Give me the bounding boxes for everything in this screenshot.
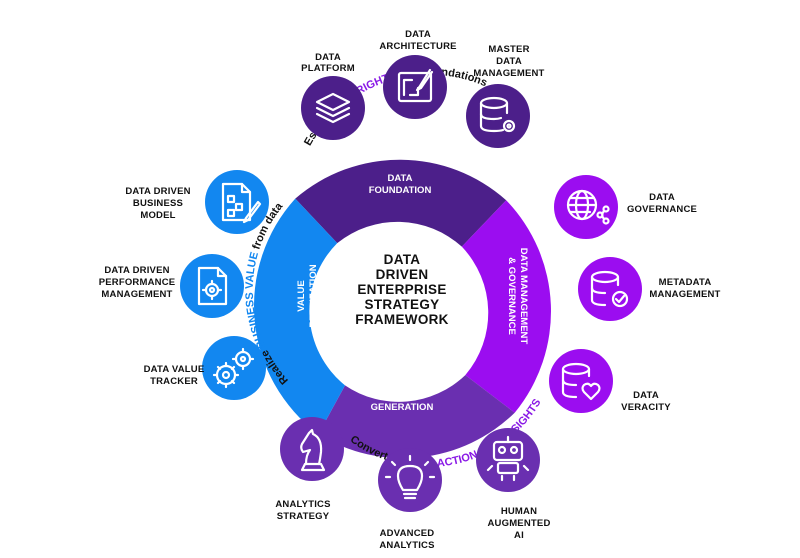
database-check-icon — [590, 270, 629, 308]
segment-insight-generation — [318, 375, 515, 459]
segment-label: REALIZATION — [308, 264, 319, 327]
segment-value-realization — [254, 198, 346, 435]
node-label: BUSINESS — [133, 198, 183, 209]
center-line: DATA — [384, 252, 421, 267]
node-data-driven-business-model: DATA DRIVEN BUSINESS MODEL — [125, 170, 269, 234]
node-circle — [301, 76, 365, 140]
node-label: MASTER — [488, 44, 529, 55]
segment-label-group: DATA MANAGEMENT & GOVERNANCE — [506, 248, 529, 345]
center-line: FRAMEWORK — [355, 312, 448, 327]
node-circle — [549, 349, 613, 413]
document-gear-icon — [197, 266, 228, 306]
node-label: GOVERNANCE — [627, 204, 697, 215]
layers-icon — [315, 92, 351, 124]
node-label: METADATA — [659, 277, 712, 288]
center-title: DATA DRIVEN ENTERPRISE STRATEGY FRAMEWOR… — [355, 252, 448, 327]
node-data-platform: DATA PLATFORM — [301, 52, 365, 140]
node-circle — [280, 417, 344, 481]
segment-label: GENERATION — [371, 402, 434, 413]
node-analytics-strategy: ANALYTICS STRATEGY — [275, 417, 344, 522]
node-label: MANAGEMENT — [101, 289, 172, 300]
segment-label: DATA — [388, 173, 413, 184]
node-label: AUGMENTED — [487, 518, 550, 529]
lightbulb-icon — [384, 454, 436, 500]
blueprint-icon — [397, 68, 434, 103]
segment-data-foundation — [295, 159, 507, 247]
segment-label: FOUNDATION — [369, 185, 432, 196]
node-label: MANAGEMENT — [649, 289, 720, 300]
segment-label: DATA MANAGEMENT — [518, 248, 529, 345]
segment-label: & GOVERNANCE — [506, 257, 517, 335]
node-label: DATA DRIVEN — [125, 186, 190, 197]
node-label: TRACKER — [150, 376, 198, 387]
center-line: ENTERPRISE — [357, 282, 446, 297]
center-line: DRIVEN — [376, 267, 429, 282]
database-gear-icon — [479, 96, 516, 133]
document-edit-icon — [221, 182, 262, 224]
node-label: ANALYTICS — [275, 499, 330, 510]
segment-label-group: VALUE REALIZATION — [296, 264, 319, 327]
node-data-architecture: DATA ARCHITECTURE — [379, 29, 456, 119]
node-data-veracity: DATA VERACITY — [549, 349, 671, 413]
node-label: DATA DRIVEN — [104, 265, 169, 276]
node-label: DATA — [633, 390, 659, 401]
segment-label: INSIGHT — [383, 390, 422, 401]
node-circle — [180, 254, 244, 318]
node-label: STRATEGY — [277, 511, 330, 522]
node-circle — [466, 84, 530, 148]
node-circle — [383, 55, 447, 119]
node-label: AI — [514, 530, 524, 541]
node-label: DATA — [496, 56, 522, 67]
node-circle — [554, 175, 618, 239]
node-data-value-tracker: DATA VALUE TRACKER — [144, 336, 266, 400]
node-label: PLATFORM — [301, 63, 355, 74]
chess-knight-icon — [300, 428, 326, 472]
node-data-driven-performance-management: DATA DRIVEN PERFORMANCE MANAGEMENT — [99, 254, 244, 318]
node-master-data-management: MASTER DATA MANAGEMENT — [466, 44, 544, 148]
node-label: PERFORMANCE — [99, 277, 176, 288]
node-advanced-analytics: ADVANCED ANALYTICS — [378, 448, 442, 551]
node-label: HUMAN — [501, 506, 537, 517]
node-label: VERACITY — [621, 402, 671, 413]
node-label: DATA — [405, 29, 431, 40]
node-label: DATA VALUE — [144, 364, 205, 375]
node-circle — [205, 170, 269, 234]
globe-share-icon — [566, 189, 610, 225]
node-circle — [578, 257, 642, 321]
node-label: ANALYTICS — [379, 540, 434, 551]
node-data-governance: DATA GOVERNANCE — [554, 175, 697, 239]
node-label: DATA — [315, 52, 341, 63]
segment-label: VALUE — [296, 280, 307, 312]
robot-icon — [486, 435, 530, 482]
gears-icon — [212, 347, 255, 389]
database-heart-icon — [561, 362, 601, 401]
center-line: STRATEGY — [365, 297, 440, 312]
node-label: ARCHITECTURE — [379, 41, 456, 52]
node-human-augmented-ai: HUMAN AUGMENTED AI — [476, 428, 550, 541]
framework-ring — [254, 159, 551, 459]
segment-data-management — [461, 200, 551, 413]
node-metadata-management: METADATA MANAGEMENT — [578, 257, 720, 321]
node-label: ADVANCED — [380, 528, 435, 539]
node-label: MANAGEMENT — [473, 68, 544, 79]
node-label: DATA — [649, 192, 675, 203]
node-label: MODEL — [140, 210, 175, 221]
